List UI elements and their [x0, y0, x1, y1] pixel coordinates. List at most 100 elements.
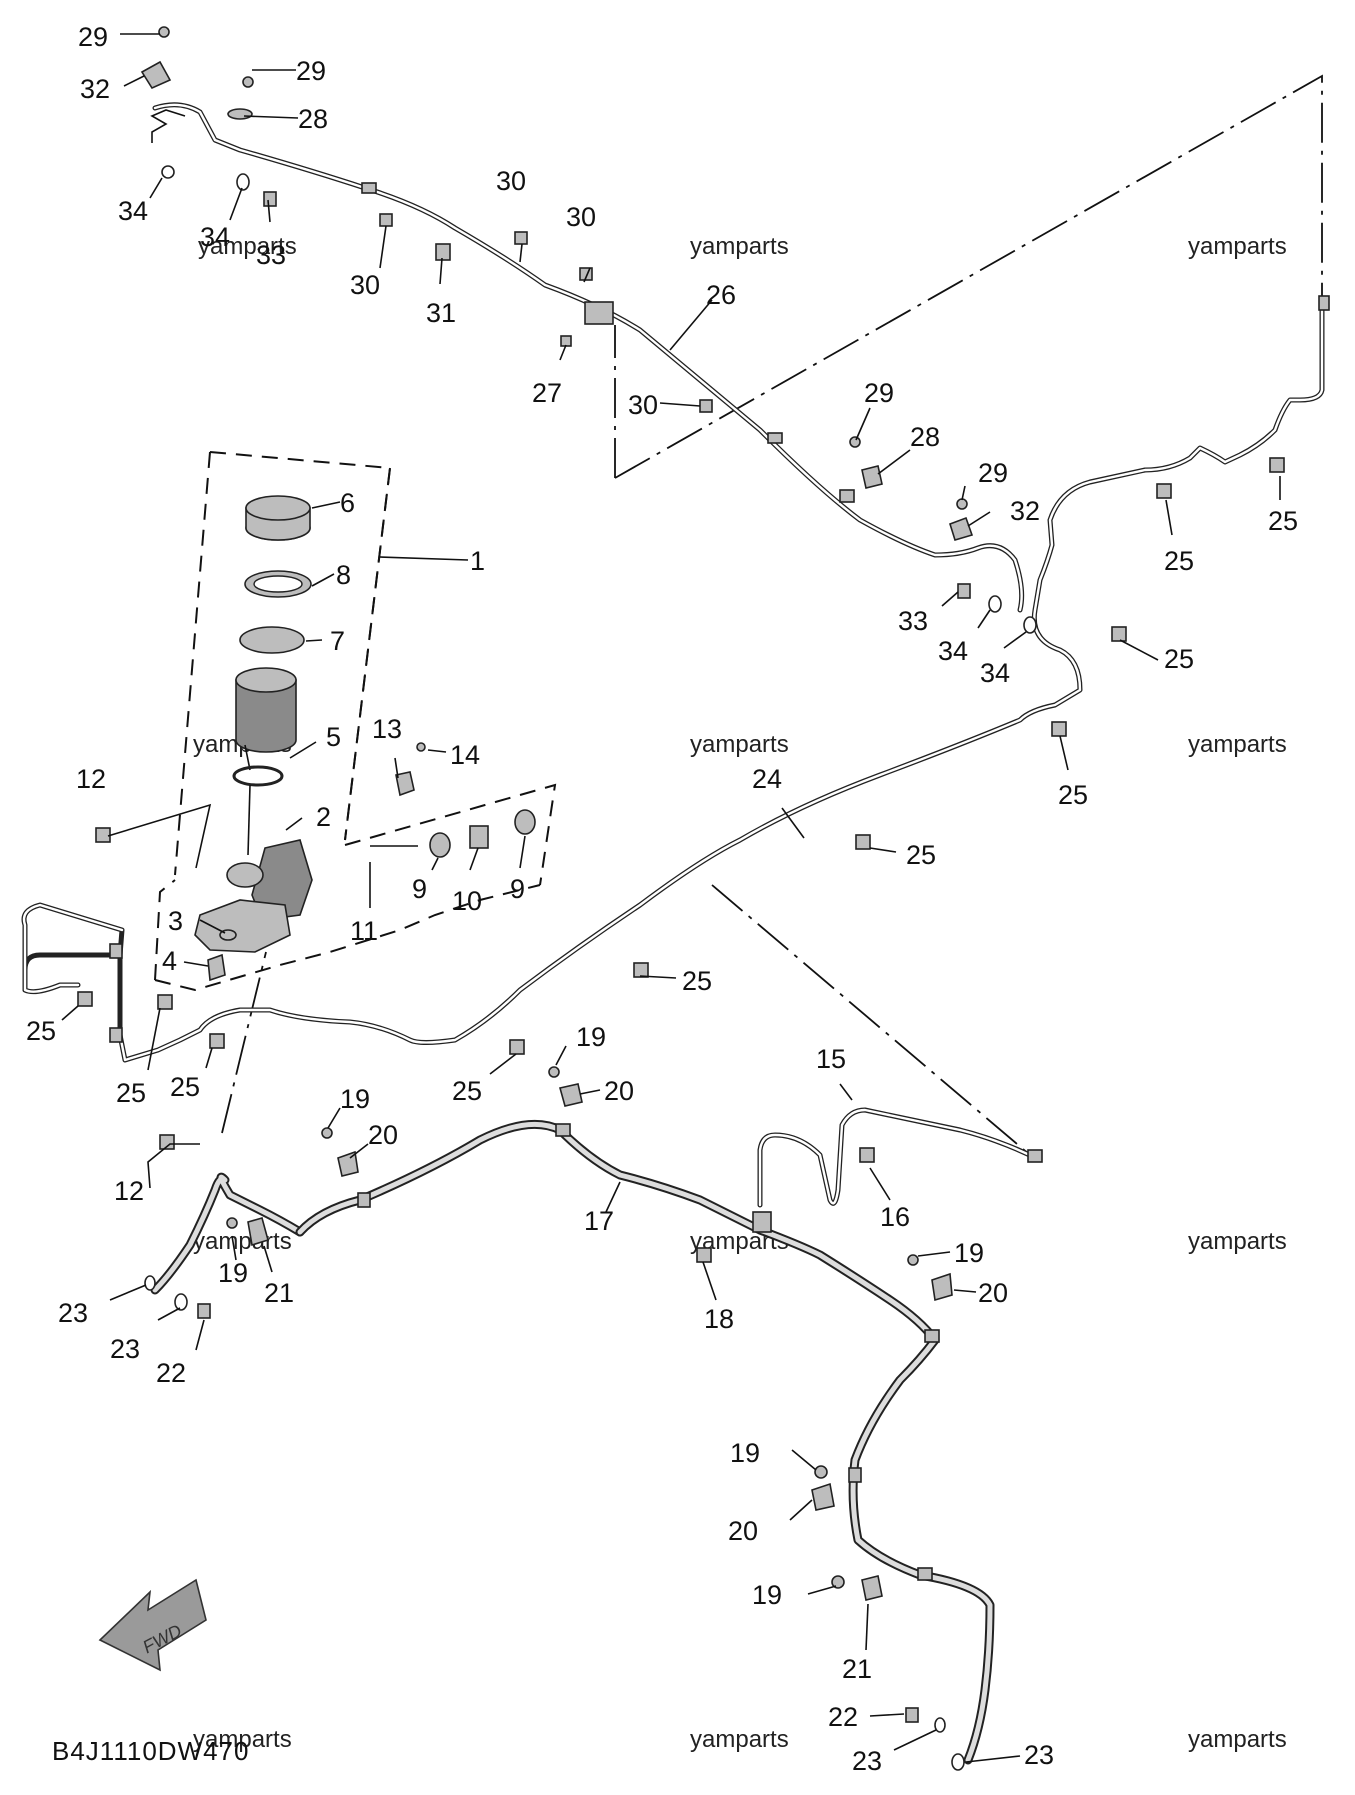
callout-label: 34 [980, 658, 1010, 688]
callout-label: 15 [816, 1044, 846, 1074]
bolt [159, 1134, 175, 1150]
brake-pipe-26 [152, 102, 1025, 613]
bolt [95, 827, 111, 843]
joint [469, 825, 489, 849]
callout-label: 23 [1024, 1740, 1054, 1770]
watermark: yamparts [690, 233, 789, 260]
callout-label: 25 [1058, 780, 1088, 810]
reservoir-tank [235, 667, 297, 771]
master-cylinder-body [194, 839, 313, 953]
callout-label: 25 [452, 1076, 482, 1106]
callout-label: 18 [704, 1304, 734, 1334]
watermark: yamparts [1188, 1726, 1287, 1753]
callout-label: 5 [326, 722, 341, 752]
callout-label: 8 [336, 560, 351, 590]
callout-label: 19 [218, 1258, 248, 1288]
callout-label: 25 [26, 1016, 56, 1046]
callout-label: 34 [200, 222, 230, 252]
callout-label: 17 [584, 1206, 614, 1236]
brake-pipe-24 [21, 295, 1330, 1063]
brake-pipe-15 [757, 1107, 1043, 1208]
watermark: yamparts [1188, 731, 1287, 758]
nut [514, 809, 536, 835]
watermark: yamparts [193, 1726, 292, 1753]
callout-label: 30 [350, 270, 380, 300]
callout-label: 20 [978, 1278, 1008, 1308]
callout-label: 34 [938, 636, 968, 666]
watermark: yamparts [193, 1228, 292, 1255]
callout-label: 2 [316, 802, 331, 832]
watermark: yamparts [198, 233, 297, 260]
callout-label: 20 [728, 1516, 758, 1546]
watermark: yamparts [690, 731, 789, 758]
callout-label: 12 [76, 764, 106, 794]
callout-label: 23 [852, 1746, 882, 1776]
callout-label: 26 [706, 280, 736, 310]
watermark: yamparts [1188, 233, 1287, 260]
callout-label: 22 [828, 1702, 858, 1732]
lower-fittings [144, 1066, 965, 1771]
callout-label: 30 [566, 202, 596, 232]
callout-label: 31 [426, 298, 456, 328]
watermark: yamparts [690, 1726, 789, 1753]
callout-label: 25 [116, 1078, 146, 1108]
callout-label: 10 [452, 886, 482, 916]
callout-label: 29 [978, 458, 1008, 488]
callout-label: 22 [156, 1358, 186, 1388]
fwd-arrow: FWD [98, 1578, 207, 1672]
callout-labels: 29 32 29 28 34 34 33 30 30 30 31 26 27 3… [26, 22, 1298, 1776]
callout-label: 29 [78, 22, 108, 52]
switch [395, 771, 415, 797]
callout-label: 19 [954, 1238, 984, 1268]
callout-label: 30 [628, 390, 658, 420]
callout-label: 19 [730, 1438, 760, 1468]
callout-label: 20 [368, 1120, 398, 1150]
callout-label: 13 [372, 714, 402, 744]
callout-label: 25 [682, 966, 712, 996]
callout-label: 33 [256, 240, 286, 270]
callout-label: 32 [1010, 496, 1040, 526]
master-cylinder-parts [95, 495, 536, 1150]
callout-label: 6 [340, 488, 355, 518]
screw [207, 953, 226, 982]
callout-label: 14 [450, 740, 480, 770]
leader-lines [61, 33, 1281, 1763]
callout-label: 24 [752, 764, 782, 794]
callout-label: 7 [330, 626, 345, 656]
diaphragm [239, 626, 305, 654]
callout-label: 25 [906, 840, 936, 870]
callout-label: 25 [170, 1072, 200, 1102]
callout-label: 1 [470, 546, 485, 576]
callout-label: 33 [898, 606, 928, 636]
callout-label: 21 [264, 1278, 294, 1308]
watermark: yamparts [1188, 1228, 1287, 1255]
callout-label: 12 [114, 1176, 144, 1206]
callout-label: 34 [118, 196, 148, 226]
callout-label: 19 [576, 1022, 606, 1052]
callout-label: 29 [296, 56, 326, 86]
reservoir-cap [245, 495, 311, 541]
master-cylinder-box [154, 451, 557, 992]
callout-label: 25 [1268, 506, 1298, 536]
callout-label: 28 [298, 104, 328, 134]
callout-label: 25 [1164, 644, 1194, 674]
callout-label: 11 [350, 916, 378, 946]
callout-label: 23 [58, 1298, 88, 1328]
callout-label: 30 [496, 166, 526, 196]
callout-label: 28 [910, 422, 940, 452]
callout-label: 23 [110, 1334, 140, 1364]
callout-label: 27 [532, 378, 562, 408]
screw [416, 742, 426, 752]
callout-label: 21 [842, 1654, 872, 1684]
callout-label: 3 [168, 906, 183, 936]
brake-hose-17 [150, 1119, 995, 1765]
callout-label: 16 [880, 1202, 910, 1232]
reference-lines [150, 74, 1323, 1156]
callout-label: 9 [412, 874, 427, 904]
callout-label: 25 [1164, 546, 1194, 576]
callout-label: 19 [752, 1580, 782, 1610]
callout-label: 32 [80, 74, 110, 104]
callout-label: 19 [340, 1084, 370, 1114]
diagram-code: B4J1110DW470 [52, 1736, 249, 1766]
